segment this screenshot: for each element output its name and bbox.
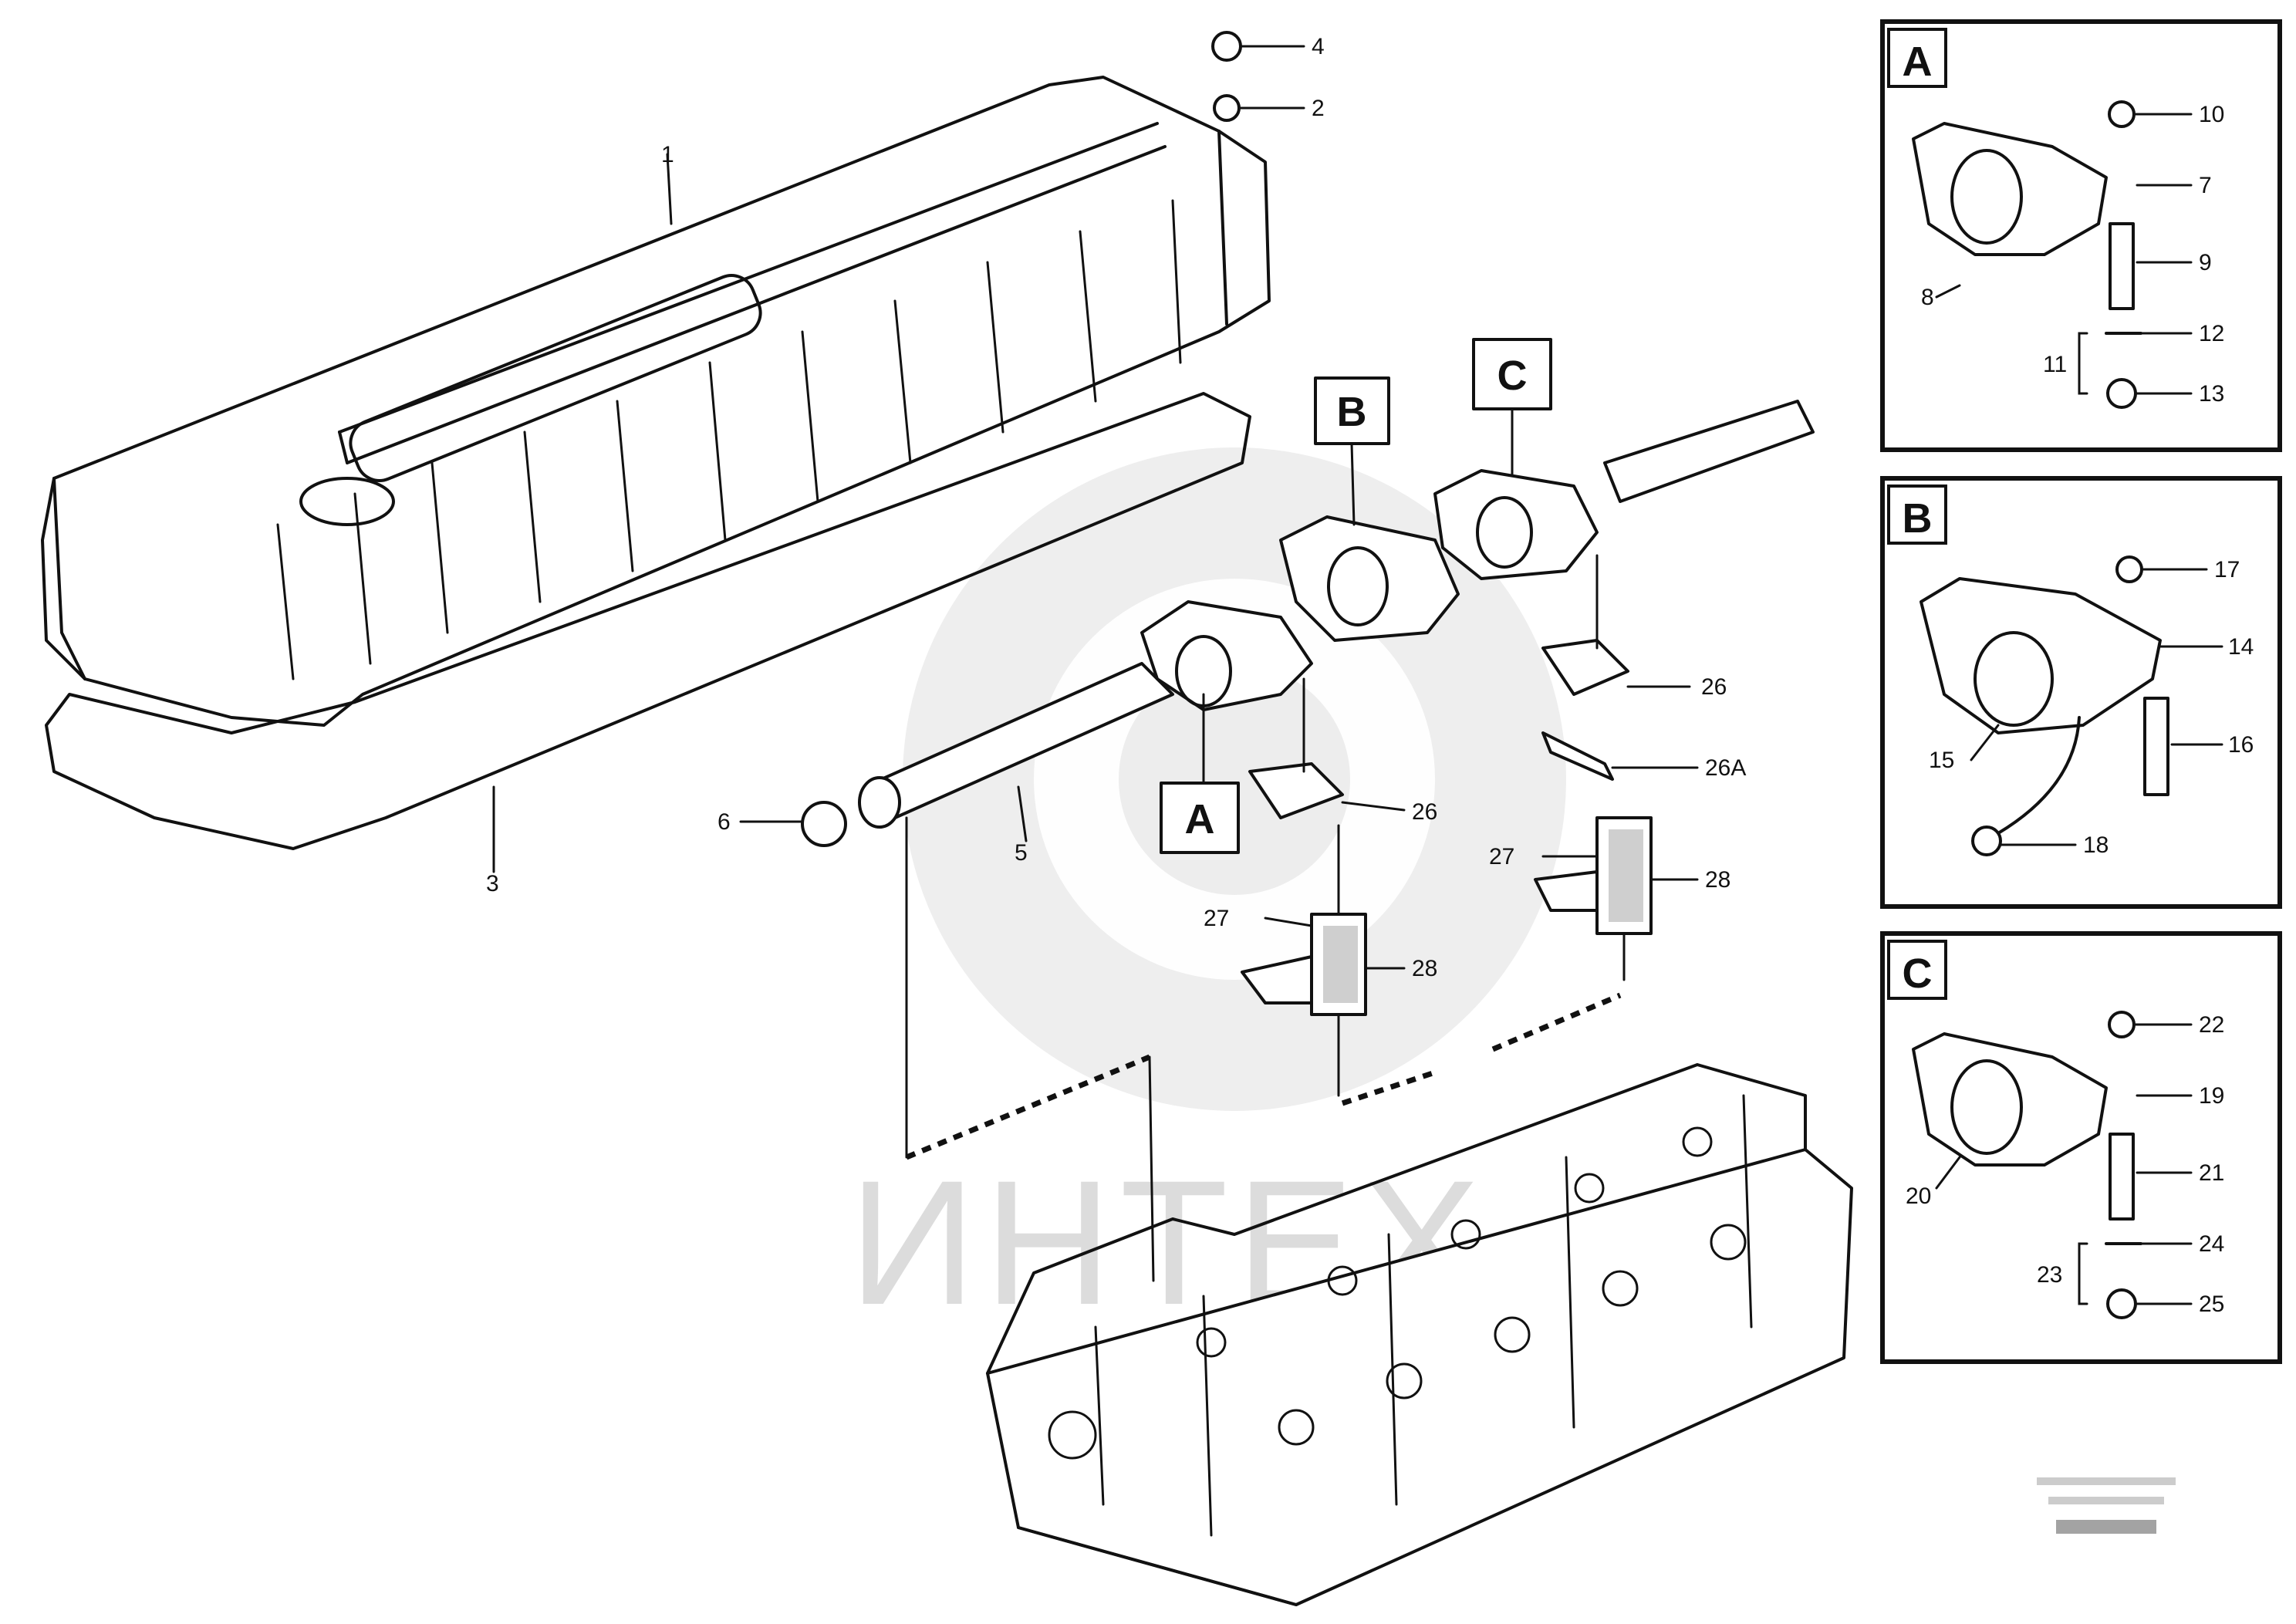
detail-box-c: C 22 19 20 21 24 23 25 <box>1880 931 2282 1364</box>
callout-26-right: 26 <box>1701 674 1727 700</box>
rocker-arm-c <box>1433 469 1599 580</box>
detail-a-callout-9: 9 <box>2199 250 2212 275</box>
detail-b-callout-17: 17 <box>2214 557 2240 582</box>
callout-28-right: 28 <box>1705 867 1730 893</box>
detail-b-callout-16: 16 <box>2228 732 2254 758</box>
detail-c-callout-21: 21 <box>2199 1160 2224 1186</box>
detail-c-letter: C <box>1903 950 1933 997</box>
label-b: B <box>1337 389 1367 435</box>
plug-part-6 <box>801 801 847 847</box>
rocker-shaft <box>858 400 1815 829</box>
detail-c-callout-19: 19 <box>2199 1083 2224 1109</box>
callout-1: 1 <box>661 142 674 167</box>
gasket <box>45 392 1251 850</box>
washer-part-2 <box>1213 94 1241 122</box>
callout-6: 6 <box>718 809 731 835</box>
label-box-a: A <box>1160 693 1240 854</box>
label-box-c: C <box>1472 338 1552 476</box>
bridge-left <box>1241 824 1367 1097</box>
callout-2: 2 <box>1312 96 1325 121</box>
detail-b-callout-14: 14 <box>2228 634 2254 660</box>
label-box-b: B <box>1314 376 1390 526</box>
detail-a-callout-7: 7 <box>2199 173 2212 198</box>
bracket-26-right <box>1541 554 1629 696</box>
detail-a-letter: A <box>1903 39 1933 85</box>
detail-box-b: B 17 14 16 15 18 <box>1880 476 2282 909</box>
detail-c-callout-25: 25 <box>2199 1291 2224 1317</box>
callout-5: 5 <box>1015 840 1028 866</box>
bracket-26-left <box>1248 677 1344 819</box>
callout-26-left: 26 <box>1412 799 1437 825</box>
detail-c-callout-22: 22 <box>2199 1012 2224 1038</box>
detail-a-callout-8: 8 <box>1921 285 1934 310</box>
detail-b-callout-15: 15 <box>1929 748 1954 773</box>
detail-b-callout-18: 18 <box>2083 832 2109 858</box>
detail-c-callout-23: 23 <box>2037 1262 2062 1288</box>
main-callouts: 4 2 1 3 6 5 26 26 26A 27 28 27 28 <box>486 34 1746 981</box>
callout-4: 4 <box>1312 34 1325 59</box>
detail-a-callout-10: 10 <box>2199 102 2224 127</box>
label-a: A <box>1185 796 1215 842</box>
detail-a-callout-11: 11 <box>2043 352 2067 377</box>
detail-box-a: A 10 7 8 9 12 11 13 <box>1880 19 2282 452</box>
bridge-right <box>1534 816 1653 981</box>
cylinder-head <box>986 1063 1853 1606</box>
label-c: C <box>1497 353 1528 399</box>
detail-b-letter: B <box>1903 495 1933 542</box>
callout-27-right: 27 <box>1489 844 1514 869</box>
rocker-arm-a <box>1140 600 1313 711</box>
spring-26a <box>1541 731 1614 781</box>
callout-3: 3 <box>486 871 499 896</box>
drawing-reference <box>2037 1477 2176 1534</box>
callout-26a: 26A <box>1705 755 1746 781</box>
detail-a-callout-12: 12 <box>2199 321 2224 346</box>
detail-a-callout-13: 13 <box>2199 381 2224 407</box>
rocker-arm-b <box>1279 515 1460 642</box>
dashed-guides <box>905 816 1622 1282</box>
valve-cover <box>41 76 1271 727</box>
detail-c-callout-24: 24 <box>2199 1231 2224 1257</box>
nut-part-4 <box>1211 31 1242 62</box>
callout-27-left: 27 <box>1204 906 1229 931</box>
detail-c-callout-20: 20 <box>1906 1183 1931 1209</box>
callout-28-left: 28 <box>1412 956 1437 981</box>
